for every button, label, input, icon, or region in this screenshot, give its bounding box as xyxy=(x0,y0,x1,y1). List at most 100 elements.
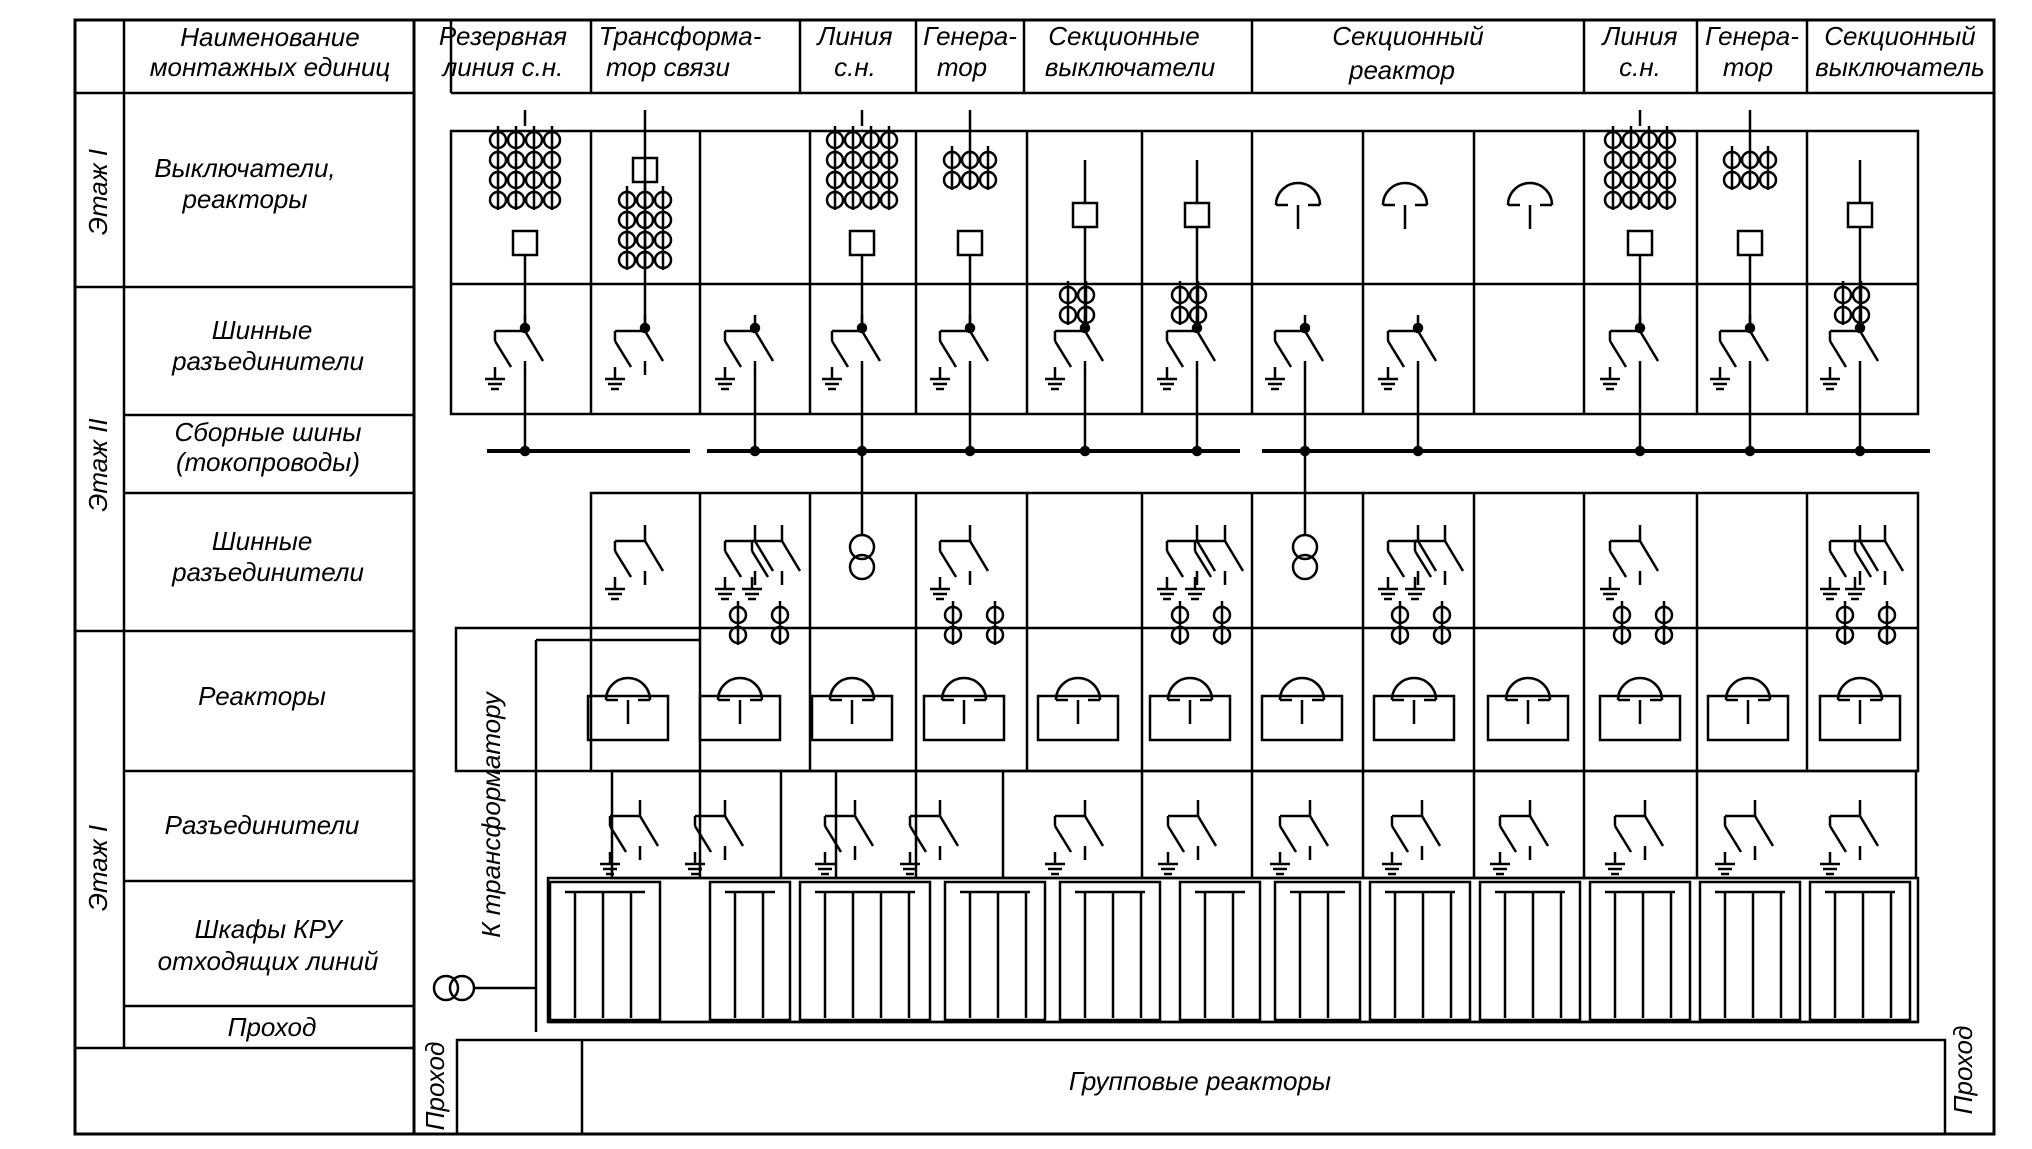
disconnector-blade xyxy=(780,540,802,572)
disconnector-blade xyxy=(753,540,775,572)
disconnector-blade xyxy=(643,540,665,572)
earthing-blade xyxy=(823,825,843,853)
col-header-3-line2: с.н. xyxy=(834,52,876,82)
floor-label-2: Этаж II xyxy=(83,418,113,511)
reactor-symbol xyxy=(1390,676,1438,701)
disconnector-blade xyxy=(1195,330,1217,362)
disconnector-blade xyxy=(1748,330,1770,362)
col-header-9-line1: Секционный xyxy=(1824,21,1976,51)
reactor-symbol xyxy=(1836,676,1884,701)
row-kru-1: Шкафы КРУ xyxy=(195,914,344,944)
kru-cabinet xyxy=(1698,880,1802,1022)
vt-symbol xyxy=(848,553,876,581)
floor-label-1: Этаж I xyxy=(83,149,113,235)
disconnector-blade xyxy=(1195,540,1217,572)
earthing-blade xyxy=(1053,825,1073,853)
breaker-symbol xyxy=(1846,201,1874,229)
disconnector-blade xyxy=(1753,815,1775,847)
col-header-2-line2: тор связи xyxy=(606,52,730,82)
breaker-symbol xyxy=(848,229,876,257)
earthing-blade xyxy=(1828,550,1848,578)
header-line-1: Наименование xyxy=(180,22,359,52)
vt-symbol xyxy=(1291,553,1319,581)
reactor-symbol xyxy=(1274,181,1322,206)
disconnector-blade xyxy=(853,815,875,847)
reactor-frame xyxy=(1818,694,1902,742)
earthing-blade xyxy=(938,550,958,578)
group-reactors-label: Групповые реакторы xyxy=(1069,1066,1331,1096)
reactor-symbol xyxy=(940,676,988,701)
disconnector-blade xyxy=(1420,815,1442,847)
junction-dot xyxy=(1412,322,1424,334)
earthing-blade xyxy=(723,550,743,578)
reactor-frame xyxy=(1486,694,1570,742)
schematic-symbols xyxy=(432,110,1912,1032)
kru-cabinet xyxy=(708,880,792,1022)
disconnector-blade xyxy=(1858,815,1880,847)
reactor-frame xyxy=(1598,694,1682,742)
junction-dot xyxy=(1299,322,1311,334)
earthing-blade xyxy=(608,825,628,853)
junction-dot xyxy=(856,322,868,334)
disconnector-blade xyxy=(860,330,882,362)
row-passage: Проход xyxy=(228,1012,317,1042)
earthing-blade xyxy=(493,340,513,368)
disconnector-blade xyxy=(1083,330,1105,362)
kru-cabinet xyxy=(798,880,932,1022)
reactor-symbol xyxy=(1054,676,1102,701)
col-header-8-line1: Генера- xyxy=(1705,21,1799,51)
row-reactors: Реакторы xyxy=(198,681,326,711)
junction-dot xyxy=(519,322,531,334)
disconnector-blade xyxy=(643,330,665,362)
disconnector-blade xyxy=(1416,540,1438,572)
kru-cabinet xyxy=(1178,880,1262,1022)
earthing-blade xyxy=(1723,825,1743,853)
reactor-symbol xyxy=(1506,181,1554,206)
earthing-blade xyxy=(1386,550,1406,578)
transformer-symbol xyxy=(432,974,460,1002)
earthing-blade xyxy=(1828,825,1848,853)
disconnector-blade xyxy=(1308,815,1330,847)
col-header-6-line1: Секционный xyxy=(1332,21,1484,51)
junction-dot xyxy=(1634,322,1646,334)
reactor-frame xyxy=(586,694,670,742)
kru-cabinet xyxy=(1808,880,1912,1022)
col-header-3-line1: Линия xyxy=(816,21,893,51)
reactor-symbol xyxy=(1166,676,1214,701)
col-header-1-line1: Резервная xyxy=(439,21,567,51)
reactor-symbol xyxy=(1724,676,1772,701)
disconnector-blade xyxy=(1643,815,1665,847)
column-headers: Резервная линия с.н. Трансформа- тор свя… xyxy=(439,21,1985,85)
reactor-symbol xyxy=(1616,676,1664,701)
kru-cabinet xyxy=(1368,880,1472,1022)
row-busbars-1: Сборные шины xyxy=(175,417,362,447)
row-bus-disc-1: Шинные xyxy=(212,315,313,345)
disconnector-blade xyxy=(1638,540,1660,572)
disconnector-blade xyxy=(938,815,960,847)
disconnector-blade xyxy=(1858,330,1880,362)
earthing-blade xyxy=(1165,550,1185,578)
disconnector-blade xyxy=(1443,540,1465,572)
earthing-blade xyxy=(1386,340,1406,368)
col-header-7-line2: с.н. xyxy=(1619,52,1661,82)
kru-cabinet xyxy=(943,880,1047,1022)
disconnector-blade xyxy=(1196,815,1218,847)
breaker-symbol xyxy=(956,229,984,257)
row-disconnectors: Разъединители xyxy=(165,810,360,840)
earthing-blade xyxy=(723,340,743,368)
earthing-blade xyxy=(1613,825,1633,853)
disconnector-blade xyxy=(1083,815,1105,847)
earthing-blade xyxy=(1278,825,1298,853)
earthing-blade xyxy=(693,825,713,853)
earthing-blade xyxy=(750,550,770,578)
earthing-blade xyxy=(938,340,958,368)
col-header-8-line2: тор xyxy=(1723,52,1773,82)
annotations: К трансформатору Групповые реакторы Прох… xyxy=(420,690,1978,1130)
disconnector-blade xyxy=(1303,330,1325,362)
passage-left-label: Проход xyxy=(420,1042,450,1131)
reactor-frame xyxy=(1036,694,1120,742)
to-transformer-label: К трансформатору xyxy=(476,690,506,937)
disconnector-blade xyxy=(723,815,745,847)
kru-cabinet xyxy=(1273,880,1362,1022)
reactor-frame xyxy=(922,694,1006,742)
